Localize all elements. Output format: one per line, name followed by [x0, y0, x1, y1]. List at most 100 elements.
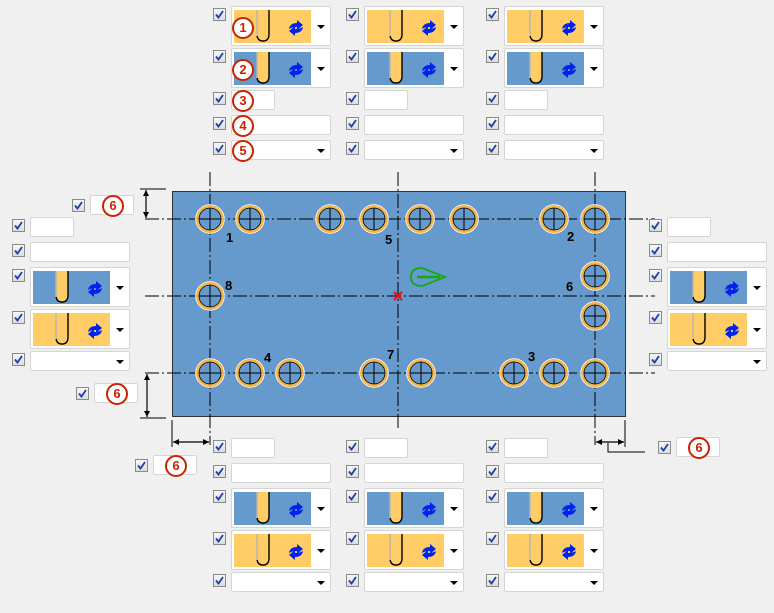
enable-checkbox[interactable]: [346, 92, 359, 105]
chevron-down-icon[interactable]: [590, 581, 598, 585]
chevron-down-icon[interactable]: [590, 507, 598, 511]
enable-checkbox[interactable]: [12, 244, 25, 257]
tool-type-dropdown[interactable]: [504, 530, 604, 570]
enable-checkbox[interactable]: [486, 574, 499, 587]
chevron-down-icon[interactable]: [317, 149, 325, 153]
enable-checkbox[interactable]: [649, 311, 662, 324]
chevron-down-icon[interactable]: [450, 549, 458, 553]
option-dropdown[interactable]: [364, 572, 464, 592]
value-input[interactable]: [504, 115, 604, 135]
tool-type-dropdown[interactable]: [667, 309, 767, 349]
enable-checkbox[interactable]: [649, 219, 662, 232]
enable-checkbox[interactable]: [72, 199, 85, 212]
enable-checkbox[interactable]: [12, 269, 25, 282]
small-value-input[interactable]: [504, 90, 548, 110]
enable-checkbox[interactable]: [213, 8, 226, 21]
enable-checkbox[interactable]: [486, 532, 499, 545]
option-dropdown[interactable]: [231, 140, 331, 160]
value-input[interactable]: [504, 463, 604, 483]
enable-checkbox[interactable]: [649, 269, 662, 282]
enable-checkbox[interactable]: [135, 459, 148, 472]
enable-checkbox[interactable]: [486, 8, 499, 21]
tool-type-dropdown[interactable]: [231, 530, 331, 570]
tool-type-dropdown[interactable]: [30, 267, 130, 307]
chevron-down-icon[interactable]: [317, 581, 325, 585]
option-dropdown[interactable]: [231, 572, 331, 592]
value-input[interactable]: [231, 115, 331, 135]
tool-type-dropdown[interactable]: [364, 488, 464, 528]
enable-checkbox[interactable]: [346, 532, 359, 545]
enable-checkbox[interactable]: [213, 440, 226, 453]
chevron-down-icon[interactable]: [450, 507, 458, 511]
enable-checkbox[interactable]: [486, 92, 499, 105]
chevron-down-icon[interactable]: [450, 67, 458, 71]
chevron-down-icon[interactable]: [317, 67, 325, 71]
enable-checkbox[interactable]: [76, 387, 89, 400]
option-dropdown[interactable]: [504, 572, 604, 592]
enable-checkbox[interactable]: [486, 117, 499, 130]
enable-checkbox[interactable]: [658, 441, 671, 454]
chevron-down-icon[interactable]: [116, 328, 124, 332]
enable-checkbox[interactable]: [346, 117, 359, 130]
enable-checkbox[interactable]: [213, 50, 226, 63]
enable-checkbox[interactable]: [486, 440, 499, 453]
enable-checkbox[interactable]: [346, 8, 359, 21]
tool-type-dropdown[interactable]: [231, 488, 331, 528]
small-value-input[interactable]: [30, 217, 74, 237]
chevron-down-icon[interactable]: [450, 25, 458, 29]
enable-checkbox[interactable]: [649, 353, 662, 366]
enable-checkbox[interactable]: [346, 142, 359, 155]
chevron-down-icon[interactable]: [317, 507, 325, 511]
enable-checkbox[interactable]: [486, 465, 499, 478]
option-dropdown[interactable]: [30, 351, 130, 371]
chevron-down-icon[interactable]: [753, 286, 761, 290]
tool-type-dropdown[interactable]: [364, 6, 464, 46]
chevron-down-icon[interactable]: [590, 149, 598, 153]
chevron-down-icon[interactable]: [317, 25, 325, 29]
chevron-down-icon[interactable]: [116, 360, 124, 364]
value-input[interactable]: [364, 463, 464, 483]
enable-checkbox[interactable]: [213, 142, 226, 155]
chevron-down-icon[interactable]: [450, 149, 458, 153]
enable-checkbox[interactable]: [346, 465, 359, 478]
enable-checkbox[interactable]: [346, 574, 359, 587]
tool-type-dropdown[interactable]: [504, 48, 604, 88]
value-input[interactable]: [30, 242, 130, 262]
value-input[interactable]: [364, 115, 464, 135]
option-dropdown[interactable]: [667, 351, 767, 371]
enable-checkbox[interactable]: [12, 311, 25, 324]
tool-type-dropdown[interactable]: [504, 6, 604, 46]
enable-checkbox[interactable]: [346, 490, 359, 503]
enable-checkbox[interactable]: [213, 465, 226, 478]
small-value-input[interactable]: [364, 90, 408, 110]
enable-checkbox[interactable]: [346, 440, 359, 453]
tool-type-dropdown[interactable]: [667, 267, 767, 307]
option-dropdown[interactable]: [504, 140, 604, 160]
enable-checkbox[interactable]: [213, 117, 226, 130]
enable-checkbox[interactable]: [213, 92, 226, 105]
chevron-down-icon[interactable]: [450, 581, 458, 585]
chevron-down-icon[interactable]: [590, 25, 598, 29]
option-dropdown[interactable]: [364, 140, 464, 160]
enable-checkbox[interactable]: [12, 353, 25, 366]
tool-type-dropdown[interactable]: [504, 488, 604, 528]
chevron-down-icon[interactable]: [753, 328, 761, 332]
enable-checkbox[interactable]: [486, 490, 499, 503]
value-input[interactable]: [231, 463, 331, 483]
enable-checkbox[interactable]: [213, 490, 226, 503]
small-value-input[interactable]: [667, 217, 711, 237]
chevron-down-icon[interactable]: [116, 286, 124, 290]
enable-checkbox[interactable]: [486, 142, 499, 155]
tool-type-dropdown[interactable]: [364, 48, 464, 88]
chevron-down-icon[interactable]: [590, 549, 598, 553]
tool-type-dropdown[interactable]: [364, 530, 464, 570]
value-input[interactable]: [667, 242, 767, 262]
small-value-input[interactable]: [231, 438, 275, 458]
enable-checkbox[interactable]: [213, 574, 226, 587]
small-value-input[interactable]: [364, 438, 408, 458]
enable-checkbox[interactable]: [649, 244, 662, 257]
small-value-input[interactable]: [504, 438, 548, 458]
chevron-down-icon[interactable]: [590, 67, 598, 71]
enable-checkbox[interactable]: [486, 50, 499, 63]
enable-checkbox[interactable]: [346, 50, 359, 63]
